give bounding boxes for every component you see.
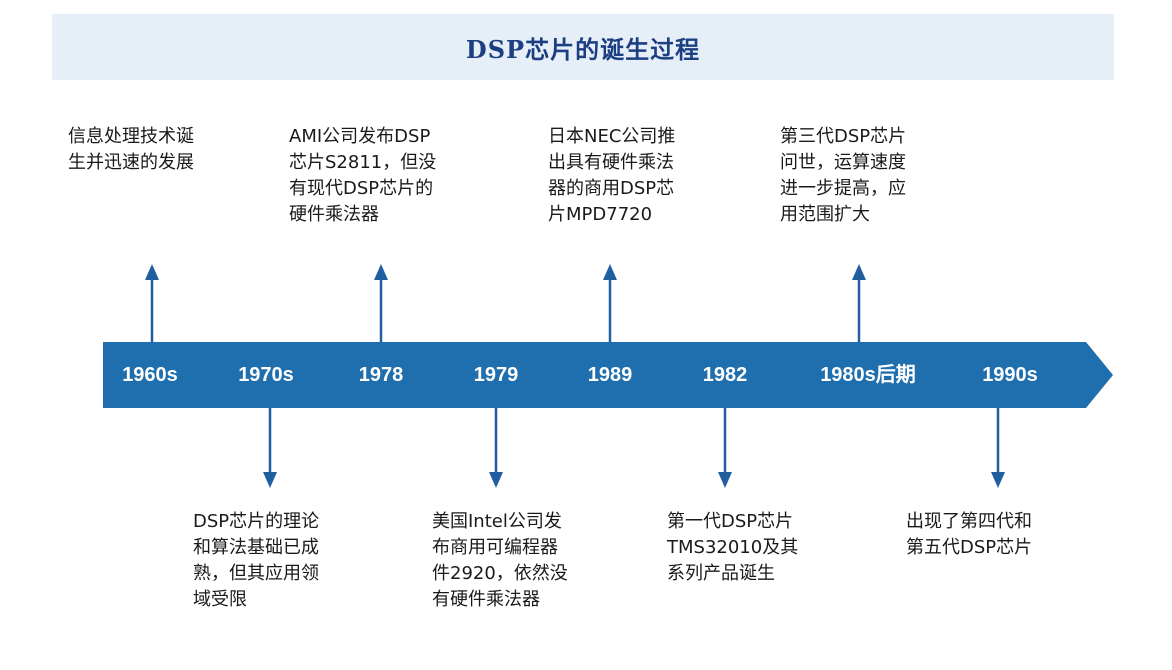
arrow-event-7 (852, 264, 866, 342)
event-text-1982: 第一代DSP芯片 TMS32010及其 系列产品诞生 (667, 511, 799, 584)
event-text-1978: AMI公司发布DSP 芯片S2811，但没 有现代DSP芯片的 硬件乘法器 (289, 126, 437, 225)
arrow-event-4 (489, 408, 503, 488)
event-text-1989: 日本NEC公司推 出具有硬件乘法 器的商用DSP芯 片MPD7720 (548, 126, 676, 225)
timeline-bar (103, 342, 1113, 408)
arrow-event-1 (145, 264, 159, 342)
diagram-title: DSP芯片的诞生过程 (465, 34, 701, 64)
arrow-event-6 (718, 408, 732, 488)
event-text-1990s: 出现了第四代和 第五代DSP芯片 (906, 511, 1033, 558)
arrow-event-2 (263, 408, 277, 488)
year-label-1982: 1982 (702, 364, 748, 386)
event-text-1979: 美国Intel公司发 布商用可编程器 件2920，依然没 有硬件乘法器 (432, 511, 568, 610)
arrow-event-3 (374, 264, 388, 342)
arrow-event-8 (991, 408, 1005, 488)
event-text-1960s: 信息处理技术诞 生并迅速的发展 (68, 126, 194, 173)
year-label-1980s-late: 1980s后期 (820, 364, 916, 386)
event-text-1970s: DSP芯片的理论 和算法基础已成 熟，但其应用领 域受限 (193, 511, 320, 610)
arrow-event-5 (603, 264, 617, 342)
event-text-1980s-late: 第三代DSP芯片 问世，运算速度 进一步提高，应 用范围扩大 (780, 126, 907, 225)
year-label-1990s: 1990s (982, 364, 1038, 386)
year-label-1978: 1978 (358, 364, 404, 386)
year-label-1989: 1989 (587, 364, 633, 386)
year-label-1979: 1979 (473, 364, 519, 386)
year-label-1960s: 1960s (122, 364, 178, 386)
year-label-1970s: 1970s (238, 364, 294, 386)
title-bar: DSP芯片的诞生过程 (52, 14, 1114, 80)
